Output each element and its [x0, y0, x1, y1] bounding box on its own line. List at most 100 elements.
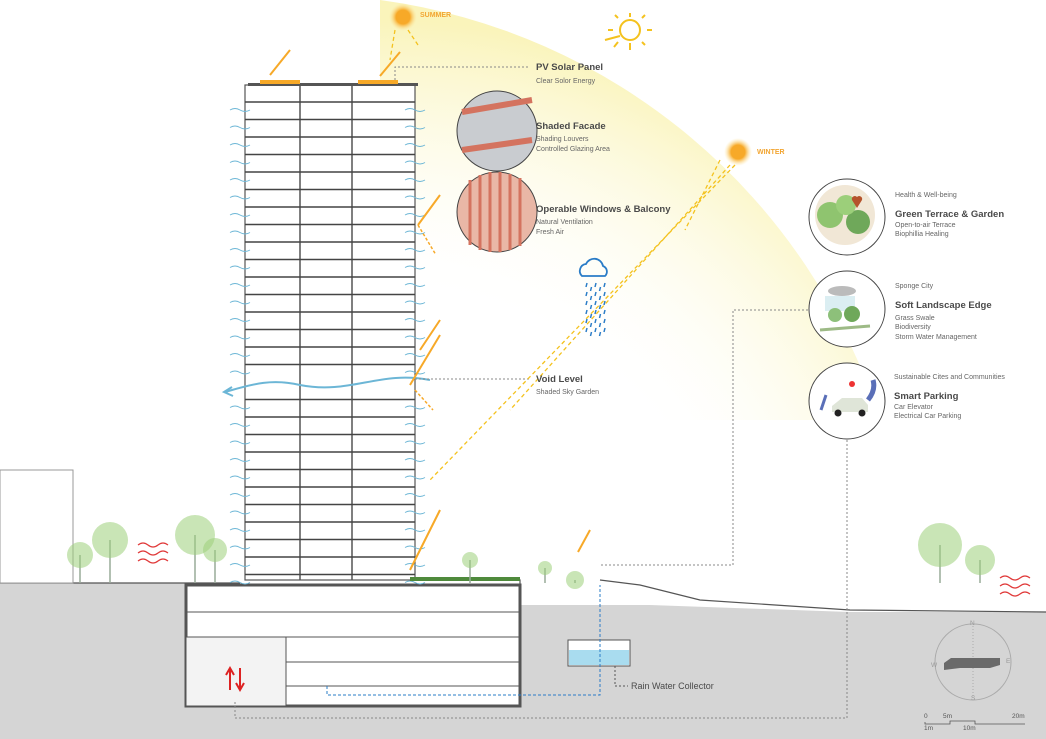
callout-title: Shaded Facade [536, 121, 606, 132]
compass-s: S [971, 695, 976, 702]
wind-flow [229, 580, 426, 585]
wind-flow [229, 545, 426, 550]
rain-drop [585, 300, 588, 306]
leader-pv [394, 66, 530, 80]
tree-canopy [918, 523, 962, 567]
summer-sun-arrows [269, 49, 591, 571]
wind-flow [229, 143, 426, 147]
scale-0: 0 [924, 713, 928, 720]
scale-5m: 5m [943, 713, 953, 720]
trees [67, 515, 995, 589]
feature-line: Car Elevator [894, 403, 933, 411]
rain-drop [589, 295, 593, 301]
feature-line: Grass Swale [895, 314, 935, 322]
tree-canopy [67, 542, 93, 568]
wind-flow [229, 125, 426, 130]
callout-title: PV Solar Panel [536, 62, 604, 73]
rain-drop [598, 331, 602, 337]
compass-n: N [970, 620, 975, 627]
feature-title: Soft Landscape Edge [895, 299, 992, 311]
rain-drop [585, 291, 588, 297]
leader-rain [614, 666, 628, 687]
feature-title: Smart Parking [894, 390, 959, 402]
wind-flow [229, 160, 426, 165]
wind-flow [229, 563, 426, 567]
sun-rays [389, 29, 736, 481]
rain-drop [603, 327, 606, 333]
rain-drop [603, 318, 606, 324]
rain-drop [585, 309, 588, 315]
wind-flow [229, 283, 426, 287]
rain-drop [603, 282, 606, 288]
wind-flow [229, 178, 426, 182]
wind-flow [229, 265, 426, 270]
wind-flow [229, 528, 426, 532]
roof-slab [248, 83, 418, 86]
soft-landscape-image [808, 270, 886, 348]
feature-line: Open-to-air Terrace [895, 221, 956, 229]
feature-category: Health & Well-being [895, 192, 957, 199]
feature-category: Sustainable Cites and Communities [894, 374, 1005, 381]
wind-flow [229, 108, 426, 112]
wind-flow [229, 335, 426, 340]
rain-drop [589, 304, 593, 310]
wind-flow [229, 230, 426, 235]
wind-flow [229, 423, 426, 427]
neighbour-building [0, 469, 74, 584]
reflected-rays [414, 224, 437, 411]
feature-soft-landscape: Sponge City Soft Landscape Edge Grass Sw… [895, 282, 992, 342]
callout-title: Void Level [536, 374, 583, 385]
wind-flow [229, 475, 426, 480]
void-wind-arrow [224, 376, 431, 393]
tower-outline [244, 84, 416, 581]
feature-line: Biodiversity [895, 324, 931, 331]
wind-flow [229, 440, 426, 445]
pv-solar-panel [260, 80, 300, 84]
rain-drop [589, 286, 593, 292]
heat-waves-icon [137, 542, 1031, 597]
feature-category: Sponge City [895, 283, 934, 290]
tower [229, 80, 426, 585]
callout-line: Shading Louvers [536, 136, 589, 143]
feature-line: Biophillia Healing [895, 231, 949, 238]
wind-flow [229, 353, 426, 357]
callout-line: Controlled Glazing Area [536, 145, 610, 153]
rain-drop [603, 291, 606, 297]
scale-20m: 20m [1012, 713, 1025, 720]
podium-roof-garden [410, 577, 520, 581]
rain-drop [585, 327, 588, 333]
callout-line: Shaded Sky Garden [536, 389, 600, 396]
leader-parking [234, 440, 848, 719]
wind-flow [229, 405, 426, 410]
summer-sun-icon [389, 3, 417, 31]
winter-label: WINTER [757, 149, 785, 156]
facade-detail-image [456, 90, 538, 172]
north-arrow-compass [934, 623, 1012, 701]
callout-title: Operable Windows & Balcony [536, 204, 671, 215]
drain-pipe [326, 585, 601, 696]
wind-flow [229, 318, 426, 322]
rain-drop [598, 295, 602, 301]
tree-canopy [92, 522, 128, 558]
wind-flow [229, 248, 426, 252]
pv-solar-panel [358, 80, 398, 84]
leader-landscape [600, 309, 808, 566]
winter-sun-icon [724, 138, 752, 166]
feature-line: Storm Water Management [895, 333, 977, 341]
feature-title: Green Terrace & Garden [895, 208, 1005, 220]
rain-drop [589, 322, 593, 328]
arrowhead [221, 386, 234, 397]
rain-drop [585, 282, 588, 288]
callout-void: Void Level Shaded Sky Garden [536, 374, 599, 398]
rain-drop [598, 304, 602, 310]
smart-parking-image [808, 362, 886, 440]
tree-canopy [965, 545, 995, 575]
rain-drop [594, 318, 597, 324]
feature-smart-parking: Sustainable Cites and Communities Smart … [894, 373, 1005, 422]
car-elevator-arrows-icon [225, 665, 245, 693]
wind-flow [229, 493, 426, 497]
callout-windows: Operable Windows & Balcony Natural Venti… [536, 204, 671, 237]
scale-bar [924, 720, 1025, 725]
